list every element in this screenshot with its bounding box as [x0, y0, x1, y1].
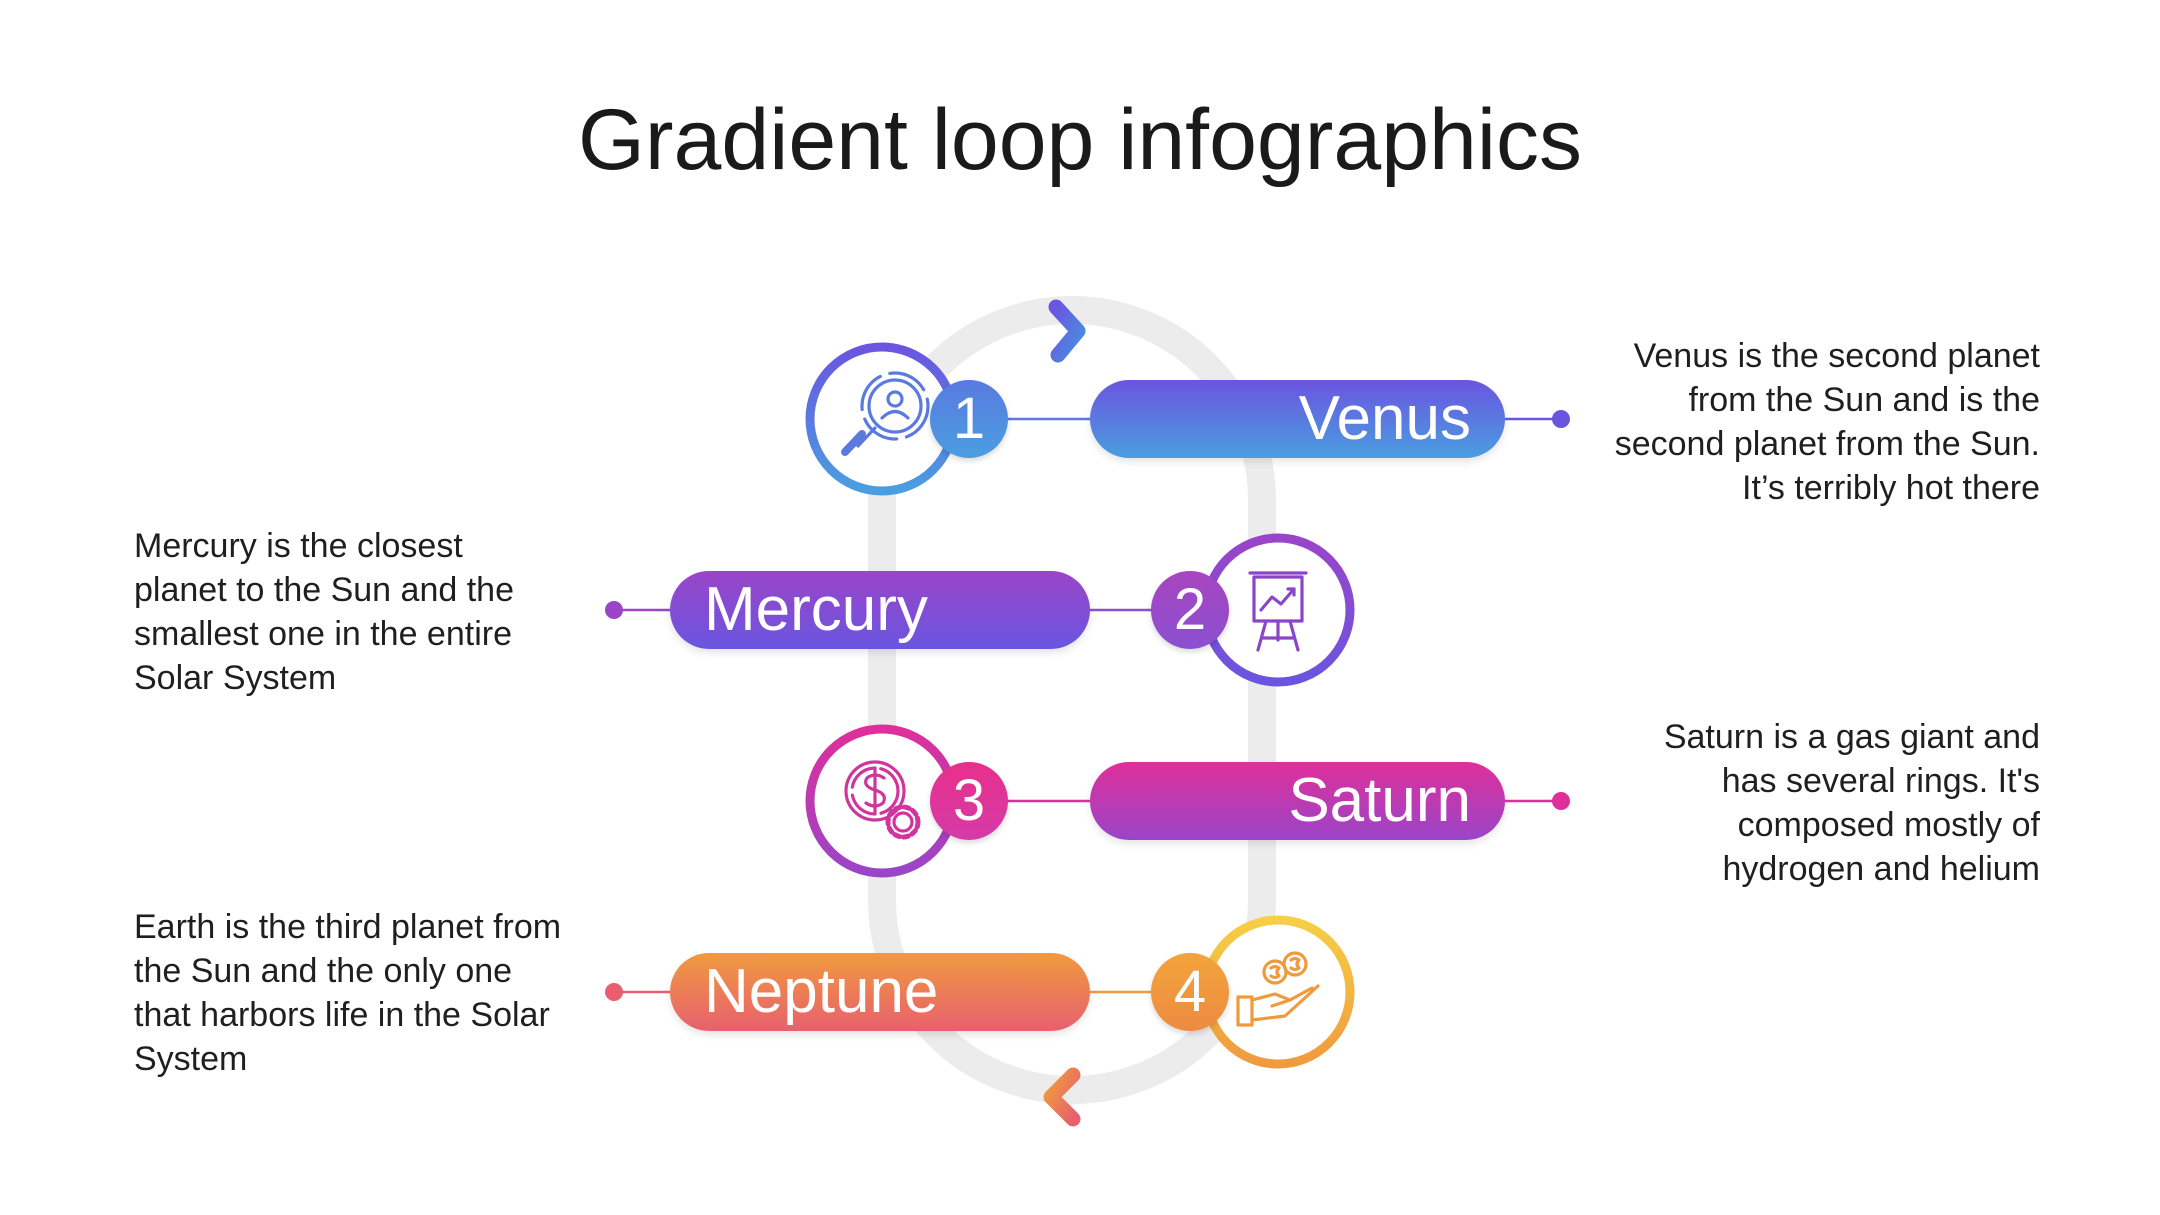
step-label-mercury: Mercury — [670, 571, 1090, 649]
step-description-saturn: Saturn is a gas giant and has several ri… — [1663, 718, 2040, 888]
page-title: Gradient loop infographics — [578, 92, 1582, 188]
step-description-neptune: Earth is the third planet from the Sun a… — [134, 908, 562, 1078]
connector-dot-1 — [1552, 410, 1570, 428]
connector-dot-4 — [605, 983, 623, 1001]
step-label-venus: Venus — [1090, 380, 1505, 458]
step-number-2: 2 — [1151, 571, 1229, 649]
presentation-board-icon — [1248, 571, 1308, 652]
step-label-neptune: Neptune — [670, 953, 1090, 1031]
magnifier-user-icon — [841, 371, 930, 456]
step-number-4: 4 — [1151, 953, 1229, 1031]
loop-track — [868, 296, 1276, 1104]
chevron-right-icon — [1048, 299, 1086, 363]
step-number-3: 3 — [930, 762, 1008, 840]
hand-coins-icon — [1236, 951, 1320, 1027]
step-label-saturn: Saturn — [1090, 762, 1505, 840]
step-description-venus: Venus is the second planet from the Sun … — [1614, 337, 2040, 507]
connector-dot-3 — [1552, 792, 1570, 810]
connector-dot-2 — [605, 601, 623, 619]
step-description-mercury: Mercury is the closest planet to the Sun… — [134, 527, 514, 697]
step-number-1: 1 — [930, 380, 1008, 458]
dollar-gear-icon — [844, 760, 921, 840]
chevron-left-icon — [1043, 1067, 1081, 1127]
connectors — [614, 417, 1561, 994]
